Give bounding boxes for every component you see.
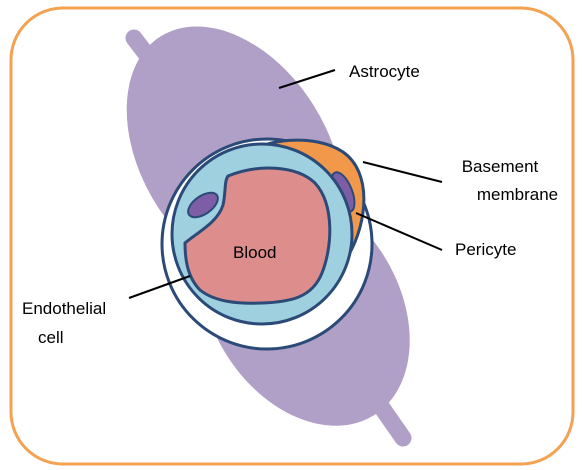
leader-line-basement-membrane <box>363 162 442 182</box>
label-endothelial-line2: cell <box>38 326 64 350</box>
label-pericyte: Pericyte <box>455 238 516 262</box>
label-endothelial-line1: Endothelial <box>22 297 106 321</box>
label-astrocyte: Astrocyte <box>349 60 420 84</box>
label-basement-membrane-line2: membrane <box>455 183 580 207</box>
label-blood: Blood <box>233 241 276 265</box>
label-basement-membrane-line1: Basement <box>455 155 545 179</box>
